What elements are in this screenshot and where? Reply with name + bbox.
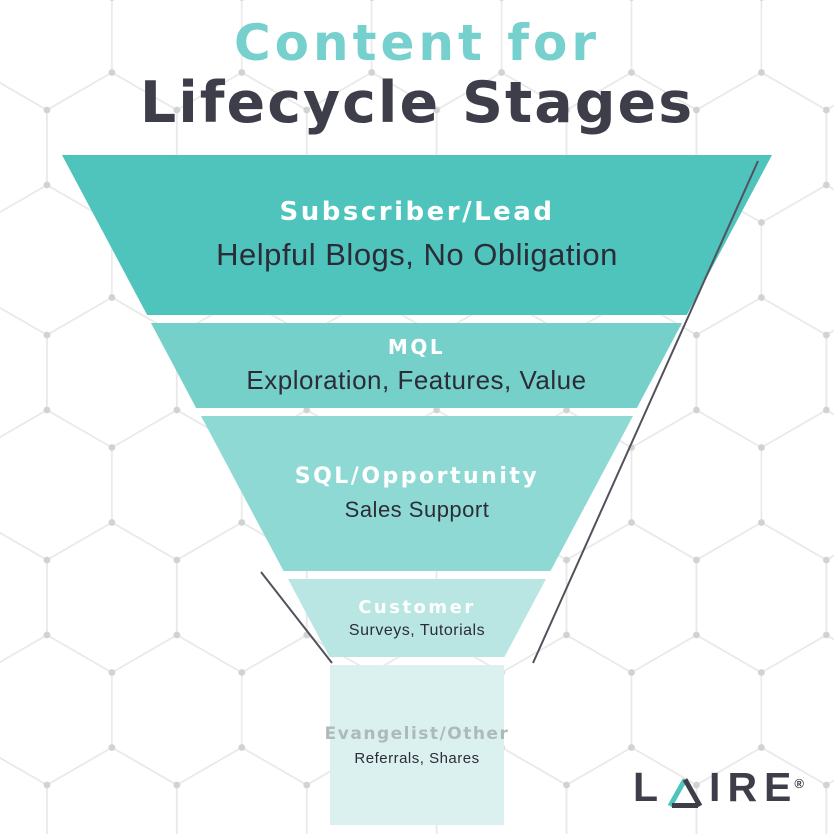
funnel-stage-subscriber-lead: Subscriber/Lead Helpful Blogs, No Obliga… <box>62 155 772 315</box>
stage-name: MQL <box>387 335 446 359</box>
page-title-main: Lifecycle Stages <box>139 70 695 136</box>
logo-letter-l: L <box>633 764 666 810</box>
stage-content: Referrals, Shares <box>354 749 480 767</box>
stage-name: Customer <box>358 596 476 618</box>
page-title-accent: Content for <box>233 14 601 72</box>
funnel-stage-customer: Customer Surveys, Tutorials <box>288 579 546 657</box>
funnel-stage-evangelist-other: Evangelist/Other Referrals, Shares <box>325 665 508 825</box>
logo-a-triangle-icon <box>667 778 703 808</box>
stage-content: Sales Support <box>344 497 490 522</box>
stage-name: SQL/Opportunity <box>294 464 540 489</box>
stage-name: Evangelist/Other <box>324 723 510 744</box>
laire-logo: L IRE ® <box>633 767 808 808</box>
registered-trademark: ® <box>794 776 804 791</box>
stage-content: Helpful Blogs, No Obligation <box>216 237 618 272</box>
stage-name: Subscriber/Lead <box>279 197 555 227</box>
stage-content: Exploration, Features, Value <box>246 365 587 395</box>
funnel-stage-mql: MQL Exploration, Features, Value <box>151 323 682 408</box>
logo-letters-ire: IRE <box>709 764 799 810</box>
stage-content: Surveys, Tutorials <box>348 621 486 639</box>
